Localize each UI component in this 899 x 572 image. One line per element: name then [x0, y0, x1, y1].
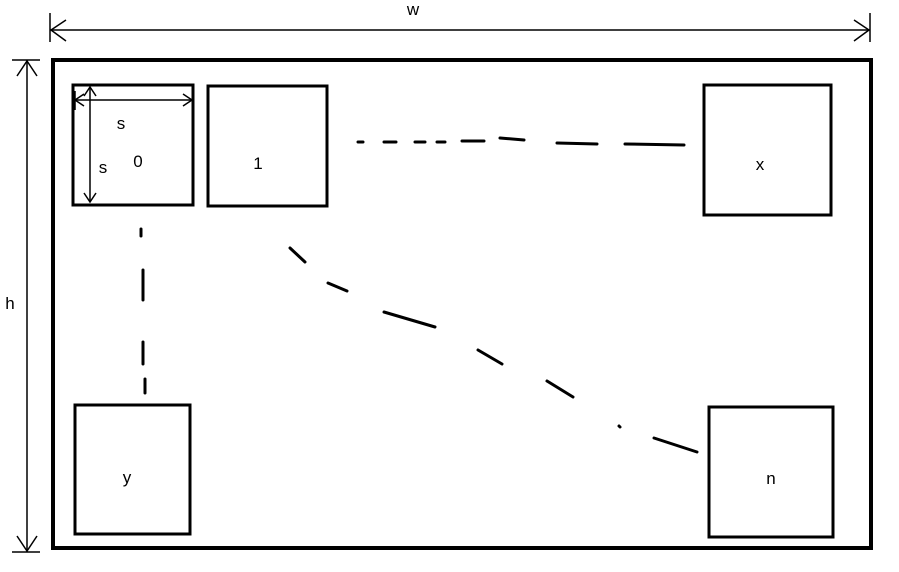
box-x — [702, 83, 833, 217]
box-1 — [206, 84, 329, 208]
height-label: h — [5, 294, 14, 313]
box-n — [707, 405, 835, 539]
outer-container — [51, 58, 873, 550]
box-0 — [71, 83, 195, 207]
side-horizontal-arrow — [73, 91, 194, 110]
box-y — [73, 403, 192, 536]
box-y-label: y — [123, 468, 132, 487]
box-1-label: 1 — [253, 154, 262, 173]
side-horizontal-label: s — [117, 114, 126, 133]
width-dimension-arrow — [49, 13, 871, 42]
side-vertical-arrow — [83, 85, 97, 204]
connector-box1-to-boxx — [356, 136, 686, 147]
side-vertical-label: s — [99, 158, 108, 177]
box-0-label: 0 — [133, 152, 142, 171]
width-label: w — [406, 0, 420, 19]
height-dimension-arrow — [12, 59, 40, 553]
box-n-label: n — [766, 469, 775, 488]
connector-box0-to-boxy — [139, 227, 147, 395]
connector-box1-to-boxn — [288, 246, 699, 454]
box-x-label: x — [756, 155, 765, 174]
